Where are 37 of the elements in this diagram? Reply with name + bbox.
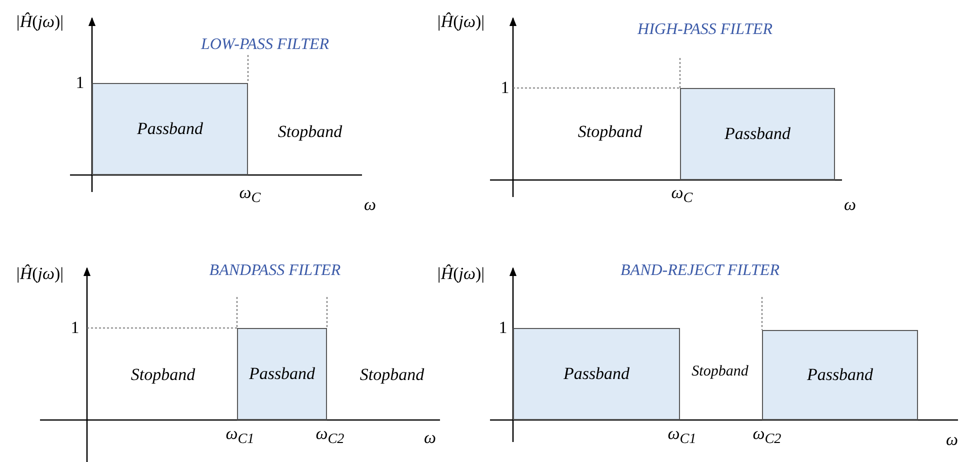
tick-label: 1 xyxy=(500,78,510,98)
passband-region xyxy=(680,88,835,180)
passband-region xyxy=(513,328,680,420)
region-label: Passband xyxy=(806,365,874,385)
stopband-label: Stopband xyxy=(278,122,342,142)
region-label: Passband xyxy=(248,364,316,384)
filter-title: LOW-PASS FILTER xyxy=(200,36,330,54)
passband-region xyxy=(762,330,918,420)
frequency-label: ω$_{C}$ xyxy=(239,182,261,208)
frequency-label: ω xyxy=(364,195,376,215)
frequency-label: ω$_{C1}$ xyxy=(668,424,696,448)
frequency-label: ω xyxy=(844,195,856,215)
axis-label: |Ĥ(jω)| xyxy=(16,264,64,284)
stopband-label: Stopband xyxy=(578,122,642,142)
axis-label: |Ĥ(jω)| xyxy=(437,264,485,284)
passband-region xyxy=(92,83,248,175)
stopband-label: Stopband xyxy=(692,364,748,380)
filter-title: BANDPASS FILTER xyxy=(209,262,341,280)
axis-label: |Ĥ(jω)| xyxy=(437,12,485,32)
region-label: Passband xyxy=(724,124,791,144)
region-label: Passband xyxy=(136,119,204,139)
tick-label: 1 xyxy=(76,73,84,93)
stopband-label: Stopband xyxy=(360,365,424,385)
stopband-label: Stopband xyxy=(130,365,196,385)
tick-label: 1 xyxy=(498,318,508,338)
filter-title: HIGH-PASS FILTER xyxy=(638,21,772,39)
tick-label: 1 xyxy=(70,318,80,338)
region-label: Passband xyxy=(563,364,630,384)
passband-region xyxy=(237,328,327,420)
frequency-label: ω$_{C2}$ xyxy=(316,424,344,448)
filter-title: BAND-REJECT FILTER xyxy=(620,262,780,280)
frequency-label: ω$_{C}$ xyxy=(671,182,693,208)
frequency-label: ω xyxy=(946,430,958,450)
frequency-label: ω$_{C2}$ xyxy=(752,424,782,448)
frequency-label: ω xyxy=(424,428,436,448)
frequency-label: ω$_{C1}$ xyxy=(226,424,254,448)
axis-label: |Ĥ(jω)| xyxy=(16,12,64,32)
